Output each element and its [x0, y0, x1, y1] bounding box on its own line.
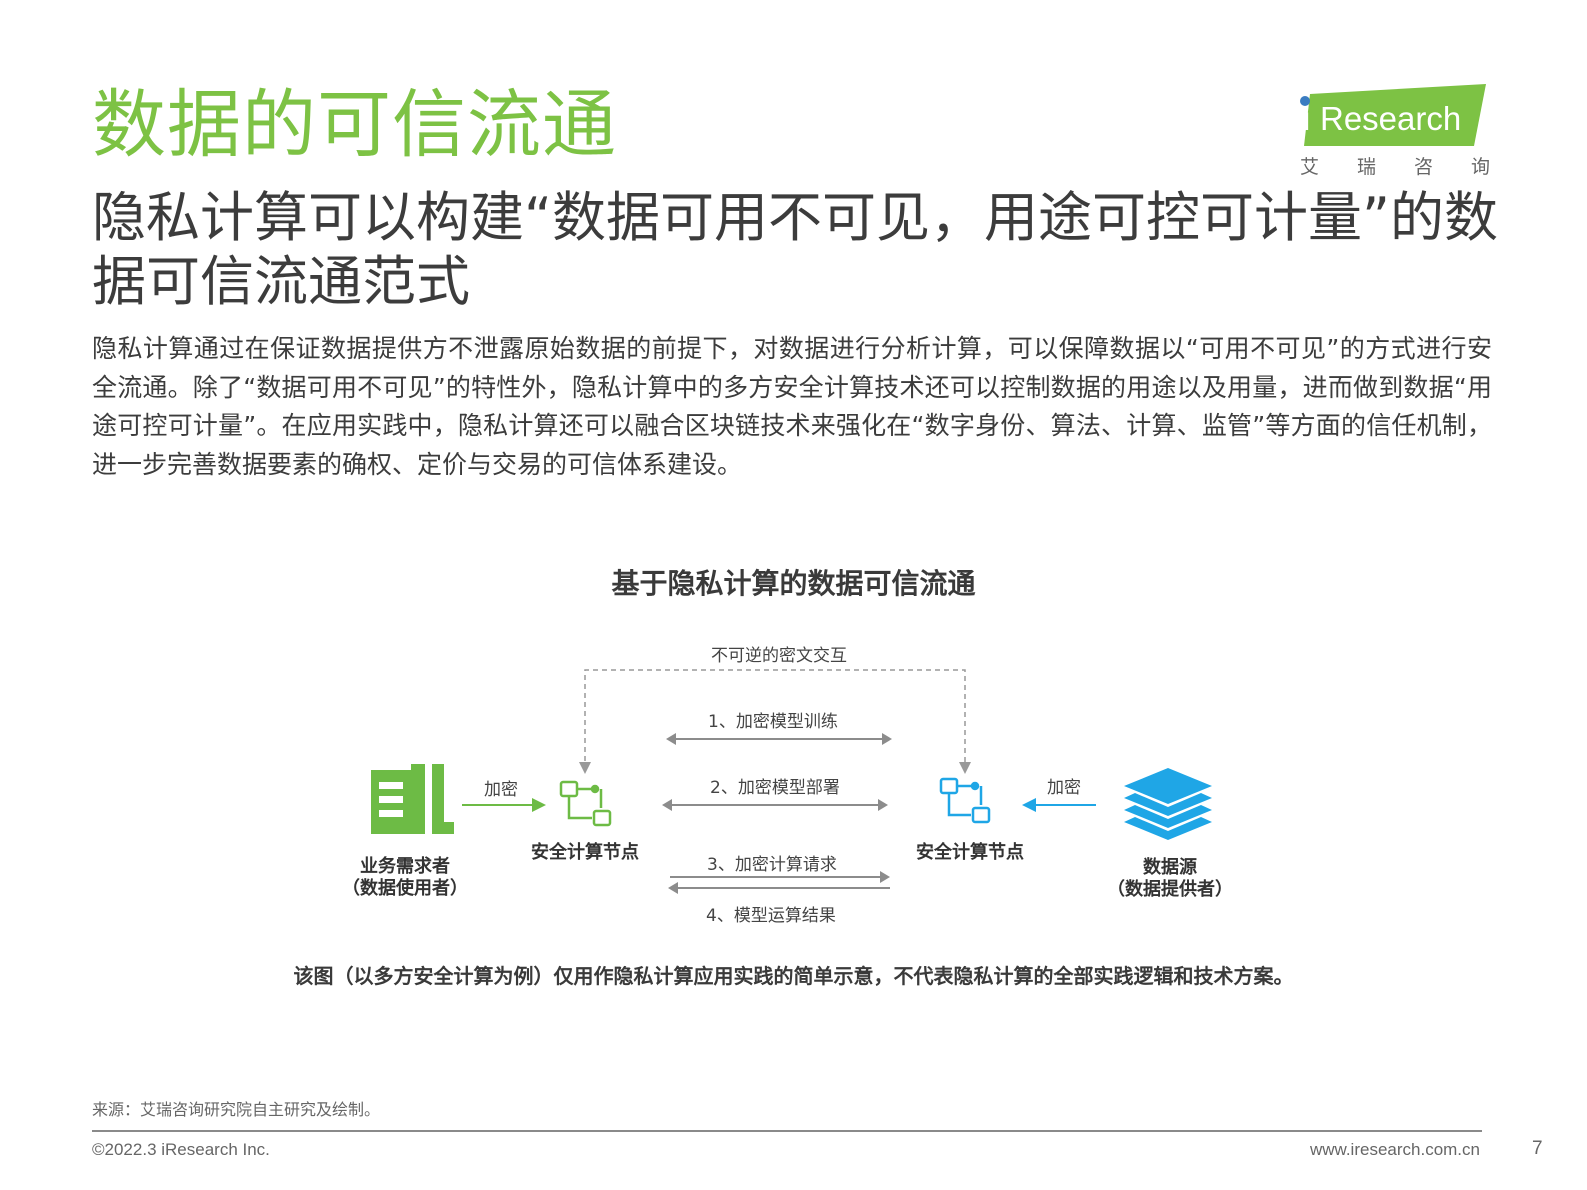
right-node-label: 安全计算节点	[916, 842, 1024, 863]
left-node-label: 安全计算节点	[531, 842, 639, 863]
building-icon	[371, 764, 454, 834]
footer-divider	[92, 1130, 1482, 1132]
step2-arrow	[662, 799, 888, 811]
page-number: 7	[1532, 1138, 1543, 1159]
page-subtitle: 隐私计算可以构建“数据可用不可见，用途可控可计量”的数据可信流通范式	[92, 186, 1498, 313]
source-label-line2: （数据提供者）	[1107, 879, 1233, 900]
diagram-title: 基于隐私计算的数据可信流通	[611, 567, 976, 600]
logo-cn-text: 艾 瑞 咨 询	[1300, 152, 1490, 179]
logo-cn-char: 瑞	[1356, 156, 1376, 178]
source-note: 来源：艾瑞咨询研究院自主研究及绘制。	[92, 1100, 381, 1119]
dashed-connector	[579, 669, 971, 774]
copyright: ©2022.3 iResearch Inc.	[92, 1140, 270, 1159]
step1-arrow	[666, 733, 892, 745]
logo-cn-char: 艾	[1300, 156, 1320, 178]
step1-label: 1、加密模型训练	[708, 712, 838, 732]
source-label-line1: 数据源	[1143, 857, 1197, 878]
demander-label-line2: （数据使用者）	[342, 878, 468, 899]
right-encrypt-label: 加密	[1047, 778, 1081, 798]
step3-label: 3、加密计算请求	[707, 855, 837, 875]
logo-mark: i Research	[1300, 84, 1486, 146]
right-encrypt-arrow	[1022, 798, 1096, 812]
diagram-note: 该图（以多方安全计算为例）仅用作隐私计算应用实践的简单示意，不代表隐私计算的全部…	[293, 964, 1294, 988]
left-encrypt-arrow	[462, 798, 546, 812]
svg-text:i: i	[1303, 100, 1310, 137]
data-stack-icon	[1124, 768, 1212, 840]
body-paragraph: 隐私计算通过在保证数据提供方不泄露原始数据的前提下，对数据进行分析计算，可以保障…	[92, 334, 1492, 479]
svg-text:Research: Research	[1320, 100, 1461, 137]
page-title: 数据的可信流通	[92, 82, 617, 168]
step2-label: 2、加密模型部署	[710, 778, 840, 798]
logo-cn-char: 询	[1470, 156, 1490, 178]
step3-arrow	[670, 871, 890, 883]
secure-node-icon-right	[939, 777, 991, 824]
top-label: 不可逆的密文交互	[711, 646, 847, 666]
step4-arrow	[668, 882, 890, 894]
step4-label: 4、模型运算结果	[706, 906, 836, 926]
demander-label-line1: 业务需求者	[360, 856, 450, 877]
website-link[interactable]: www.iresearch.com.cn	[1309, 1140, 1480, 1159]
logo-cn-char: 咨	[1413, 156, 1433, 178]
iresearch-logo: i Research	[1296, 84, 1488, 180]
left-encrypt-label: 加密	[484, 780, 518, 800]
secure-node-icon-left	[559, 780, 612, 827]
